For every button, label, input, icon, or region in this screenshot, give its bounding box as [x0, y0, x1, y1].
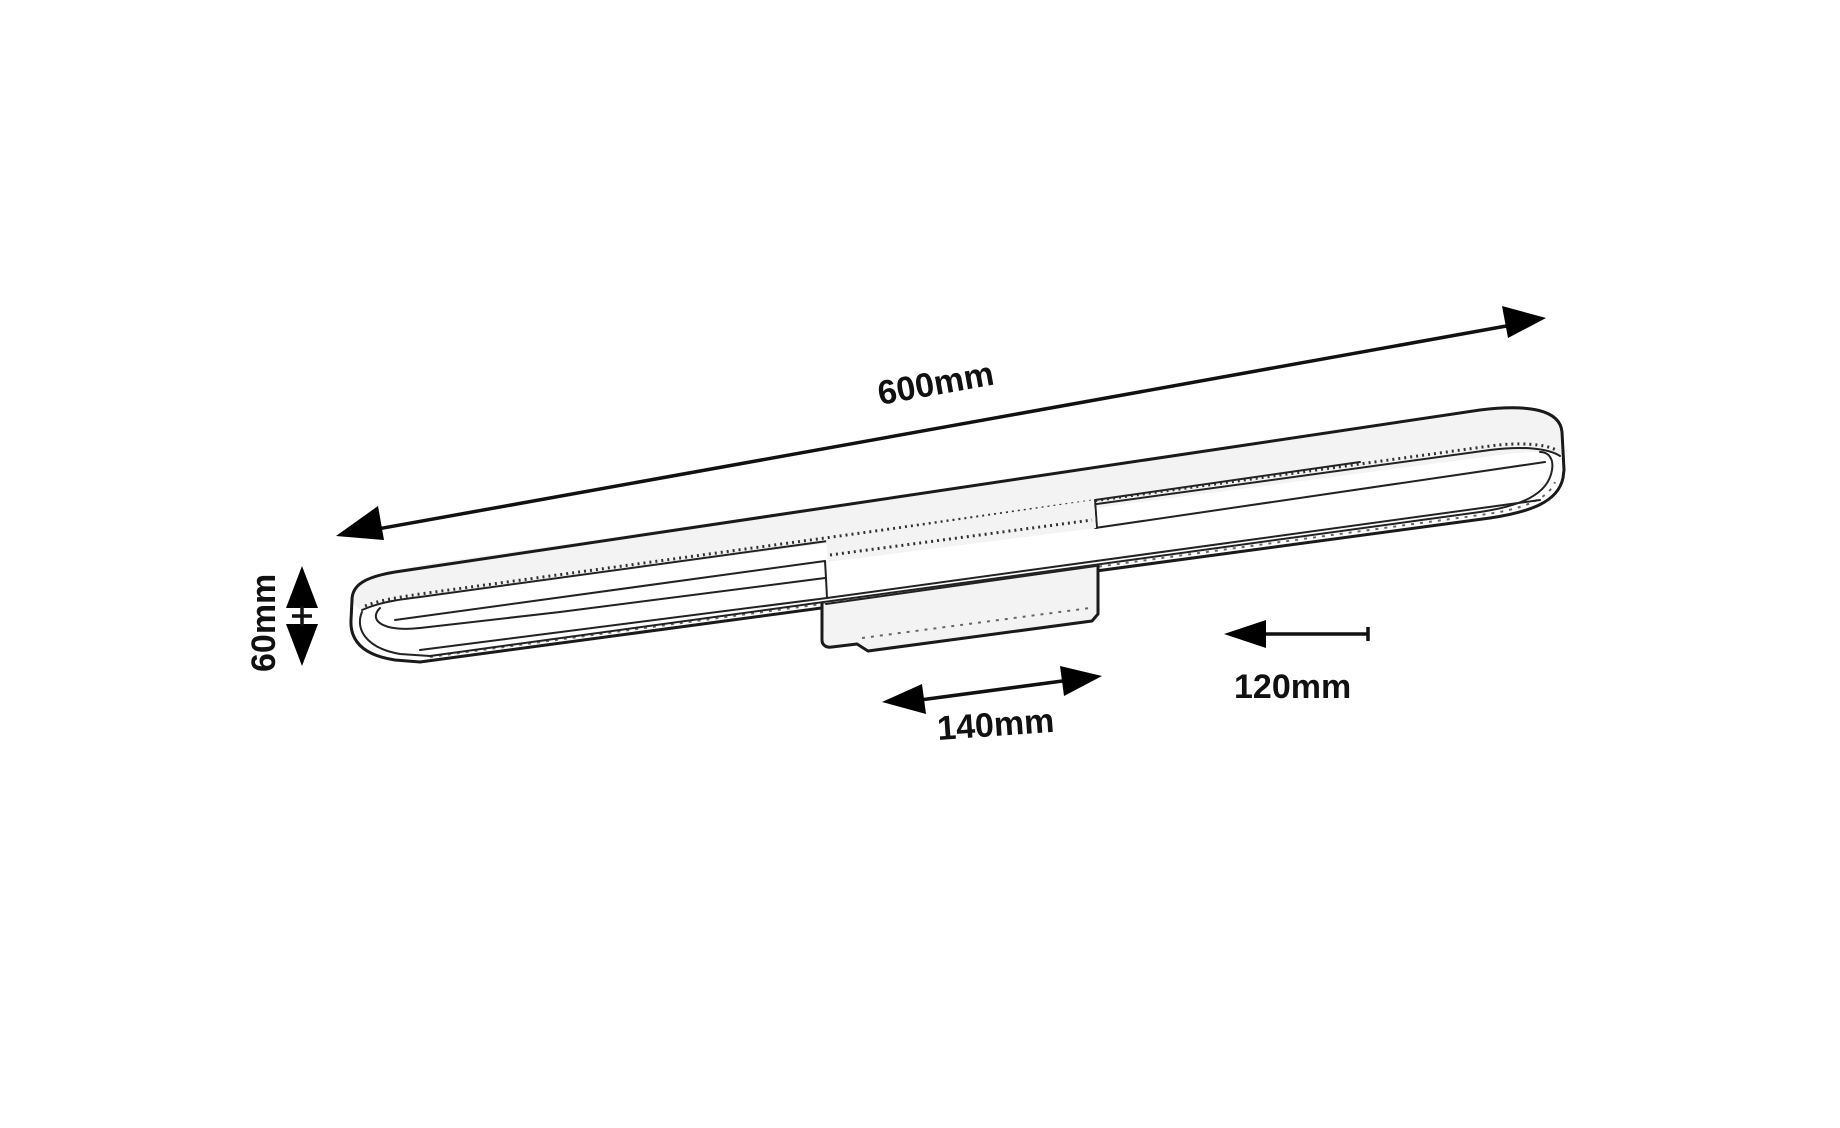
lamp-inner-rail-right: [1094, 461, 1546, 529]
height-arrow-up-icon: [286, 566, 318, 608]
length-dimension-line: [371, 323, 1513, 532]
bracket-width-dimension-line: [919, 678, 1071, 702]
lamp-outer-top-edge: [350, 406, 1566, 602]
bracket-dotted-inner: [861, 607, 1091, 639]
lamp-top-face-inner-edge: [361, 447, 1561, 611]
lamp-bottom-outer-edge: [418, 468, 1566, 664]
lamp-top-face-inner-dotted: [364, 442, 1557, 608]
projection-label: 120mm: [1234, 668, 1351, 706]
dimension-height: 60mm: [245, 566, 318, 672]
dimension-projection: 120mm: [1224, 620, 1370, 706]
lamp-body: [349, 406, 1566, 664]
height-arrow-down-icon: [286, 624, 318, 666]
length-arrow-right-icon: [1502, 306, 1546, 338]
lamp-center-lower-edge: [826, 499, 1541, 599]
wall-bracket: [820, 564, 1100, 653]
bracket-width-label: 140mm: [936, 702, 1056, 748]
lamp-inner-panel-left: [394, 560, 828, 651]
lamp-center-band: [826, 500, 1096, 562]
lamp-bottom-inner-edge: [429, 451, 1554, 657]
bracket-width-arrow-right-icon: [1060, 666, 1102, 696]
lamp-center-dotted: [829, 518, 1093, 557]
bracket-top-edge: [825, 565, 1097, 605]
lamp-inner-rail-left: [559, 577, 826, 613]
lamp-left-end-inner-1: [358, 611, 431, 657]
lamp-top-face: [352, 407, 1562, 610]
dimension-bracket-width: 140mm: [882, 666, 1102, 748]
bracket-outline: [820, 564, 1100, 653]
lamp-inner-panel-right: [1094, 461, 1361, 529]
bracket-width-arrow-left-icon: [882, 684, 926, 714]
lamp-left-end-outer: [349, 598, 422, 664]
projection-arrow-left-icon: [1224, 620, 1266, 648]
length-label: 600mm: [875, 355, 997, 413]
height-label: 60mm: [245, 574, 283, 672]
length-arrow-left-icon: [336, 506, 384, 540]
lamp-left-end-inner-2: [374, 607, 561, 630]
